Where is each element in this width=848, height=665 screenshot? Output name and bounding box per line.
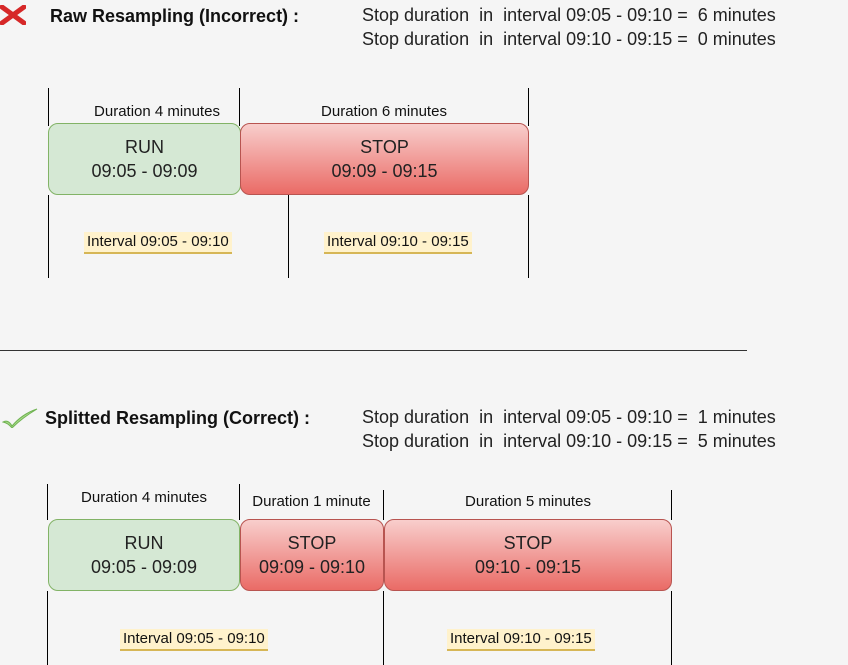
box-state: STOP bbox=[503, 533, 553, 553]
incorrect-title: Raw Resampling (Incorrect) : bbox=[50, 6, 300, 26]
interval-label-1: Interval 09:05 - 09:10 bbox=[120, 629, 268, 651]
tick-line bbox=[47, 484, 48, 520]
run-box: RUN 09:05 - 09:09 bbox=[48, 123, 241, 195]
green-check-icon bbox=[2, 408, 38, 428]
tick-line bbox=[528, 88, 529, 126]
correct-stat-1: Stop duration in interval 09:05 - 09:10 … bbox=[362, 407, 776, 427]
duration-label-stop-1: Duration 1 minute bbox=[252, 493, 371, 510]
tick-line bbox=[239, 484, 240, 520]
interval-boundary-line bbox=[288, 195, 289, 278]
tick-line bbox=[671, 490, 672, 520]
box-time: 09:09 - 09:10 bbox=[258, 557, 366, 577]
interval-boundary-line bbox=[383, 591, 384, 665]
duration-label-stop-2: Duration 5 minutes bbox=[465, 493, 591, 510]
interval-boundary-line bbox=[47, 591, 48, 665]
box-time: 09:05 - 09:09 bbox=[90, 557, 198, 577]
stop-box-1: STOP 09:09 - 09:10 bbox=[240, 519, 384, 591]
red-x-icon bbox=[0, 5, 26, 25]
box-state: RUN bbox=[124, 533, 164, 553]
interval-boundary-line bbox=[528, 195, 529, 278]
box-time: 09:09 - 09:15 bbox=[331, 161, 438, 181]
interval-label-2: Interval 09:10 - 09:15 bbox=[324, 232, 472, 254]
box-time: 09:10 - 09:15 bbox=[474, 557, 582, 577]
interval-boundary-line bbox=[671, 591, 672, 665]
box-time: 09:05 - 09:09 bbox=[91, 161, 198, 181]
duration-label-stop: Duration 6 minutes bbox=[321, 103, 447, 120]
incorrect-stat-1: Stop duration in interval 09:05 - 09:10 … bbox=[362, 5, 776, 25]
duration-label-run: Duration 4 minutes bbox=[81, 489, 207, 506]
stop-box-2: STOP 09:10 - 09:15 bbox=[384, 519, 672, 591]
incorrect-stat-2: Stop duration in interval 09:10 - 09:15 … bbox=[362, 29, 776, 49]
tick-line bbox=[383, 490, 384, 520]
tick-line bbox=[239, 88, 240, 126]
box-state: STOP bbox=[360, 137, 409, 157]
correct-stat-2: Stop duration in interval 09:10 - 09:15 … bbox=[362, 431, 776, 451]
run-box: RUN 09:05 - 09:09 bbox=[48, 519, 240, 591]
box-state: RUN bbox=[125, 137, 164, 157]
stop-box: STOP 09:09 - 09:15 bbox=[240, 123, 529, 195]
interval-label-2: Interval 09:10 - 09:15 bbox=[447, 629, 595, 651]
section-divider bbox=[0, 350, 747, 351]
correct-title: Splitted Resampling (Correct) : bbox=[45, 408, 311, 428]
box-state: STOP bbox=[287, 533, 337, 553]
duration-label-run: Duration 4 minutes bbox=[94, 103, 220, 120]
tick-line bbox=[48, 88, 49, 126]
interval-label-1: Interval 09:05 - 09:10 bbox=[84, 232, 232, 254]
interval-boundary-line bbox=[48, 195, 49, 278]
